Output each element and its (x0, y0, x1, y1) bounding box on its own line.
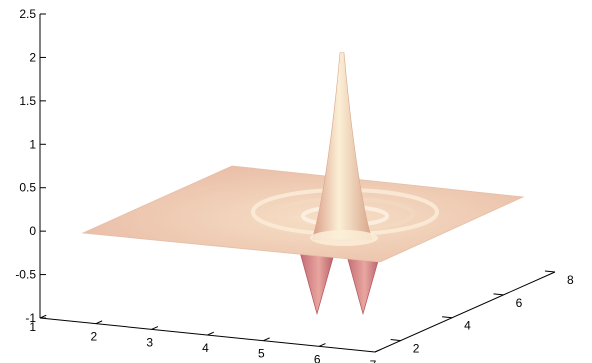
x-tick-mark (151, 326, 159, 330)
surface-troughs (299, 251, 381, 316)
x-tick-label: 7 (370, 358, 377, 363)
y-tick-label: 8 (567, 273, 574, 287)
x-tick-mark (263, 337, 270, 342)
axes: -1 -0.5 0 0.5 1 1.5 2 2.5 1 2 3 4 5 6 7 2 4 6 8 (15, 7, 574, 363)
x-tick-mark (318, 343, 326, 347)
x-tick-label: 2 (90, 330, 97, 344)
x-tick-label: 5 (258, 347, 265, 361)
x-tick-mark (207, 331, 215, 336)
z-tick-label: 1.5 (19, 94, 36, 108)
z-tick-label: -1 (25, 311, 36, 325)
z-tick-label: 1 (29, 137, 36, 151)
z-tick-label: 0 (29, 224, 36, 238)
x-tick-label: 6 (314, 352, 321, 363)
surface-peak-spike (311, 52, 373, 241)
y-tick-mark (493, 293, 504, 296)
z-tick-label: 2 (29, 50, 36, 64)
x-tick-mark (95, 320, 103, 325)
surface-plane (81, 165, 525, 263)
surface-peak-base (310, 230, 378, 246)
z-tick-label: 2.5 (19, 7, 36, 21)
y-axis-line (374, 271, 556, 353)
x-tick-label: 3 (146, 335, 153, 349)
y-tick-label: 2 (413, 342, 420, 356)
x-tick-label: 4 (202, 341, 209, 355)
x-tick-mark (39, 314, 47, 319)
y-tick-mark (390, 339, 401, 342)
z-tick-label: -0.5 (15, 268, 36, 282)
z-tick-label: 0.5 (19, 181, 36, 195)
surface-trough (299, 251, 335, 316)
y-tick-label: 6 (516, 296, 523, 310)
y-tick-mark (544, 270, 556, 273)
x-tick-label: 1 (29, 320, 36, 334)
surface-peak (310, 52, 378, 246)
y-tick-label: 4 (464, 319, 471, 333)
y-tick-mark (442, 316, 453, 319)
